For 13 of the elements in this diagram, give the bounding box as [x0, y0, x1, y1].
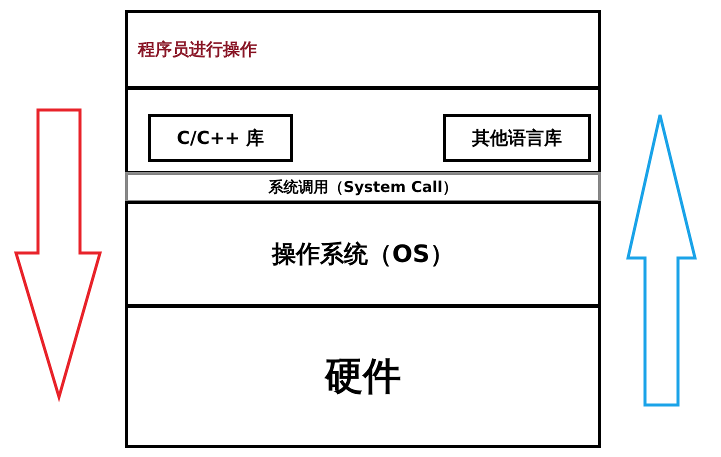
- layer-band: [125, 201, 601, 307]
- library-box: [148, 114, 293, 162]
- layer-label: 程序员进行操作: [138, 39, 257, 61]
- layer-label: 操作系统（OS）: [272, 239, 454, 270]
- layer-label: 硬件: [325, 353, 401, 400]
- layer-label: 系统调用（System Call）: [268, 178, 458, 197]
- layer-label: 其他语言库: [472, 127, 562, 150]
- library-box: [443, 114, 591, 162]
- layer-label: C/C++ 库: [176, 127, 264, 150]
- layer-band: [125, 305, 601, 448]
- layer-band: [125, 172, 601, 203]
- layer-band: [125, 87, 601, 174]
- layer-band: [125, 10, 601, 89]
